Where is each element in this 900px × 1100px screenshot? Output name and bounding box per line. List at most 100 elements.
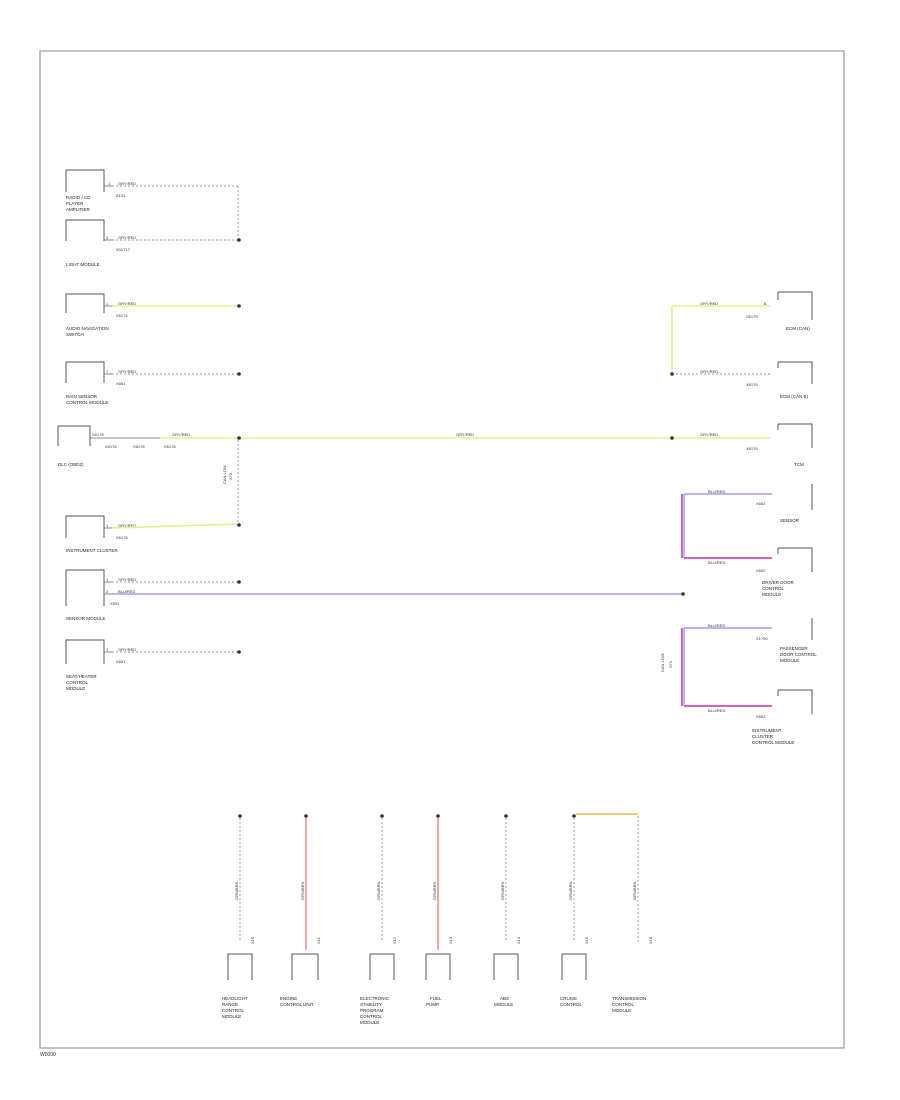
component-seat-heater: 1 GRY/RED X651 SEAT/HEATER CONTROL MODUL… [65, 639, 241, 691]
svg-text:GRN/BRN: GRN/BRN [432, 881, 437, 900]
svg-text:X651: X651 [116, 381, 126, 386]
svg-text:SENSOR MODULE: SENSOR MODULE [66, 616, 106, 621]
bottom-components: GRN/BRN X10 HEADLIGHT RANGE CONTROL MODU… [222, 813, 653, 1025]
svg-text:BLU/RED: BLU/RED [708, 708, 725, 713]
component-cruise-control: GRN/BRN X15 CRUISE CONTROL [560, 813, 638, 1007]
svg-text:GRY/RED: GRY/RED [118, 523, 136, 528]
svg-text:TCM: TCM [794, 462, 804, 467]
svg-text:X651: X651 [110, 601, 120, 606]
svg-text:X6176: X6176 [746, 446, 758, 451]
svg-text:A101: A101 [116, 193, 126, 198]
svg-text:X6176: X6176 [746, 382, 758, 387]
svg-text:X15: X15 [584, 936, 589, 944]
svg-text:3: 3 [106, 235, 109, 240]
component-tcm: GRY/RED X6176 TCM [700, 423, 813, 467]
svg-text:MODULE: MODULE [612, 1008, 631, 1013]
svg-text:MODULE: MODULE [360, 1020, 379, 1025]
main-bus: GRY/RED CAN LOW X70 [160, 432, 770, 524]
svg-text:SEAT/HEATER: SEAT/HEATER [66, 674, 97, 679]
svg-text:MODULE: MODULE [66, 686, 85, 691]
svg-text:X652: X652 [756, 501, 766, 506]
svg-text:X6175: X6175 [746, 314, 758, 319]
component-abs-module: GRN/BRN X14 ABS MODULE [493, 814, 521, 1007]
svg-text:ECM (CAN B): ECM (CAN B) [780, 394, 809, 399]
svg-text:X6174: X6174 [116, 313, 128, 318]
svg-text:CLUSTER: CLUSTER [752, 734, 774, 739]
svg-text:ENGINE: ENGINE [280, 996, 297, 1001]
svg-text:PLAYER: PLAYER [66, 201, 84, 206]
svg-text:MODULE: MODULE [780, 658, 799, 663]
svg-text:X6178: X6178 [116, 535, 128, 540]
svg-text:GRY/RED: GRY/RED [118, 647, 136, 652]
svg-text:X6178: X6178 [164, 444, 176, 449]
svg-text:GRY/RED: GRY/RED [700, 301, 718, 306]
svg-text:RAIN SENSOR: RAIN SENSOR [66, 394, 98, 399]
svg-text:BLU/RED: BLU/RED [708, 489, 725, 494]
svg-text:X6178: X6178 [133, 444, 145, 449]
svg-text:CONTROL UNIT: CONTROL UNIT [280, 1002, 314, 1007]
svg-text:INSTRUMENT CLUSTER: INSTRUMENT CLUSTER [66, 548, 118, 553]
svg-text:INSTRUMENT: INSTRUMENT [752, 728, 782, 733]
svg-text:SWITCH: SWITCH [66, 332, 84, 337]
svg-text:PASSENGER: PASSENGER [780, 646, 808, 651]
left-components: 1 GRY/RED A101 RADIO / CD PLAYER AMPLIFI… [57, 169, 685, 691]
svg-text:AMPLIFIER: AMPLIFIER [66, 207, 91, 212]
svg-text:X652: X652 [756, 714, 766, 719]
svg-text:DLC (OBD2): DLC (OBD2) [58, 462, 84, 467]
svg-text:RANGE: RANGE [222, 1002, 238, 1007]
svg-text:CONTROL MODULE: CONTROL MODULE [752, 740, 794, 745]
footer-code: W0000 [40, 1052, 56, 1058]
component-sensor-module: 1 GRY/RED 2 BLU/RED X651 SENSOR MODULE [65, 569, 685, 621]
svg-text:FUEL: FUEL [430, 996, 442, 1001]
svg-text:8: 8 [764, 301, 767, 306]
component-instrument-cluster: 1 GRY/RED X6178 INSTRUMENT CLUSTER [65, 515, 241, 553]
svg-text:X12: X12 [392, 936, 397, 944]
svg-text:GRN/BRN: GRN/BRN [500, 881, 505, 900]
svg-text:X16: X16 [648, 936, 653, 944]
svg-text:7: 7 [106, 369, 109, 374]
svg-text:X14: X14 [516, 936, 521, 944]
main-bus-label: GRY/RED [456, 432, 474, 437]
svg-text:HEADLIGHT: HEADLIGHT [222, 996, 248, 1001]
svg-text:PROGRAM: PROGRAM [360, 1008, 384, 1013]
svg-text:GRY/RED: GRY/RED [118, 369, 136, 374]
bus-text-left: CAN LOW [222, 465, 227, 484]
svg-text:CONTROL: CONTROL [222, 1008, 244, 1013]
svg-text:CONTROL: CONTROL [560, 1002, 582, 1007]
svg-text:GRY/RED: GRY/RED [118, 235, 136, 240]
svg-text:ECM (CAN): ECM (CAN) [786, 326, 810, 331]
svg-text:BLU/RED: BLU/RED [118, 589, 135, 594]
svg-text:X13: X13 [448, 936, 453, 944]
svg-text:GRN/BRN: GRN/BRN [568, 881, 573, 900]
svg-text:GRY/RED: GRY/RED [700, 432, 718, 437]
svg-text:1: 1 [106, 577, 109, 582]
component-fuel-pump: GRN/BRN X13 FUEL PUMP [425, 814, 453, 1007]
component-radio-amplifier: 1 GRY/RED A101 RADIO / CD PLAYER AMPLIFI… [65, 169, 238, 212]
svg-text:GRN/BRN: GRN/BRN [234, 881, 239, 900]
svg-text:1: 1 [106, 301, 109, 306]
component-ecm-can: GRY/RED X6175 8 ECM (CAN) [672, 291, 813, 331]
svg-text:1: 1 [108, 181, 111, 186]
svg-text:PUMP: PUMP [426, 1002, 439, 1007]
right-components: GRY/RED X6175 8 ECM (CAN) GRY/RED X6176 … [660, 291, 817, 745]
svg-text:GRN/BRN: GRN/BRN [632, 881, 637, 900]
svg-text:X10: X10 [250, 936, 255, 944]
svg-text:CONTROL MODULE: CONTROL MODULE [66, 400, 108, 405]
svg-text:DRIVER DOOR: DRIVER DOOR [762, 580, 795, 585]
svg-text:X6178: X6178 [105, 444, 117, 449]
svg-text:STABILITY: STABILITY [360, 1002, 382, 1007]
svg-text:GRY/RED: GRY/RED [700, 369, 718, 374]
svg-text:1: 1 [106, 523, 109, 528]
component-light-module: 3 GRY/RED X01717 LIGHT MODULE [65, 219, 238, 267]
component-audio-navigation-switch: 1 GRY/RED X6174 AUDIO NAVIGATION SWITCH [65, 293, 241, 337]
component-ecm-can-b: GRY/RED X6176 ECM (CAN B) [670, 361, 813, 399]
svg-text:RADIO / CD: RADIO / CD [66, 195, 91, 200]
svg-text:BLU/RED: BLU/RED [708, 623, 725, 628]
svg-text:CONTROL: CONTROL [360, 1014, 382, 1019]
svg-text:CRUISE: CRUISE [560, 996, 577, 1001]
svg-text:GRY/RED: GRY/RED [118, 577, 136, 582]
diagram-frame [39, 50, 845, 1049]
svg-text:TRANSMISSION: TRANSMISSION [612, 996, 646, 1001]
svg-text:MODULE: MODULE [494, 1002, 513, 1007]
